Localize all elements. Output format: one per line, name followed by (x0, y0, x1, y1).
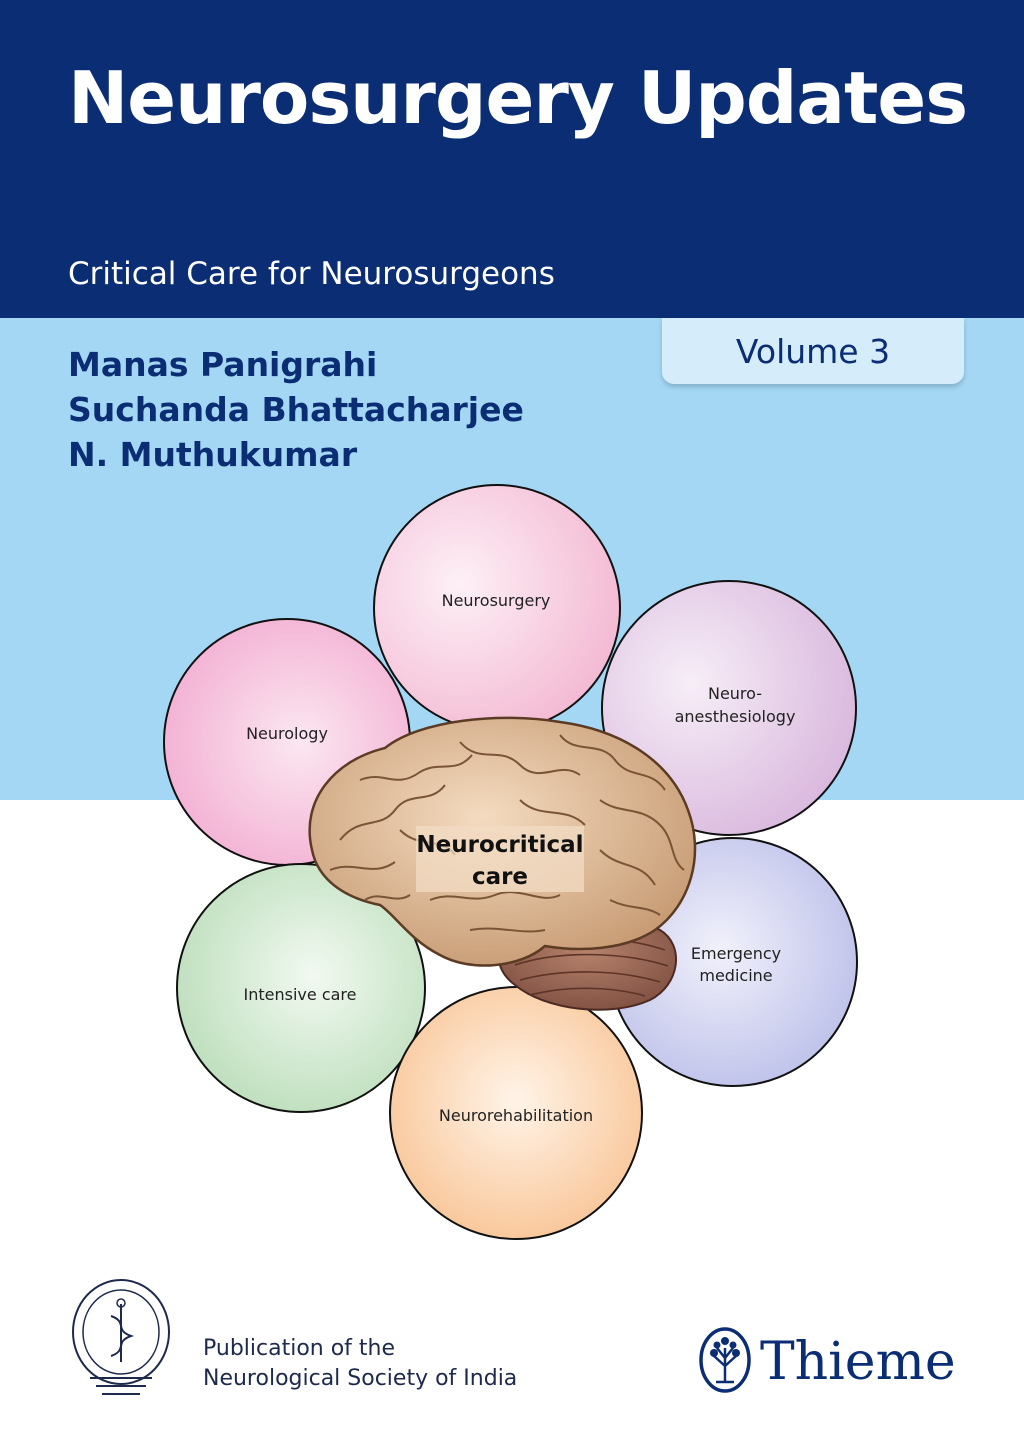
title-band (0, 0, 1024, 318)
circle-label: Neurology (246, 724, 328, 743)
circle-label: Neurosurgery (442, 591, 551, 610)
circle-label: anesthesiology (675, 707, 796, 726)
book-subtitle: Critical Care for Neurosurgeons (68, 256, 555, 292)
author-name: Suchanda Bhattacharjee (68, 390, 524, 429)
author-name: N. Muthukumar (68, 435, 358, 474)
author-name: Manas Panigrahi (68, 345, 378, 384)
circle-label: Intensive care (244, 985, 357, 1004)
author-list: Manas Panigrahi Suchanda Bhattacharjee N… (68, 342, 524, 477)
circle-label: medicine (699, 966, 772, 985)
volume-label: Volume 3 (735, 331, 891, 371)
circle-label: Neurorehabilitation (439, 1106, 593, 1125)
book-title: Neurosurgery Updates (68, 56, 968, 140)
center-label: Neurocritical (416, 832, 583, 858)
publication-line: Publication of the (203, 1336, 396, 1361)
center-label-backdrop (416, 826, 584, 892)
thieme-tree-logo-icon (698, 1326, 752, 1398)
circle-label: Neuro- (708, 684, 762, 703)
center-label: care (472, 864, 528, 890)
neurological-society-seal-icon (68, 1276, 174, 1406)
brain-illustration (308, 716, 697, 1011)
publication-line: Neurological Society of India (203, 1366, 518, 1391)
publication-note: Publication of the Neurological Society … (203, 1334, 517, 1394)
publisher-logo: Thieme (698, 1326, 956, 1398)
volume-tab: Volume 3 (662, 318, 964, 384)
publisher-name: Thieme (760, 1332, 956, 1392)
intensive-care-circle (176, 863, 426, 1113)
circle-label: Emergency (691, 944, 781, 963)
